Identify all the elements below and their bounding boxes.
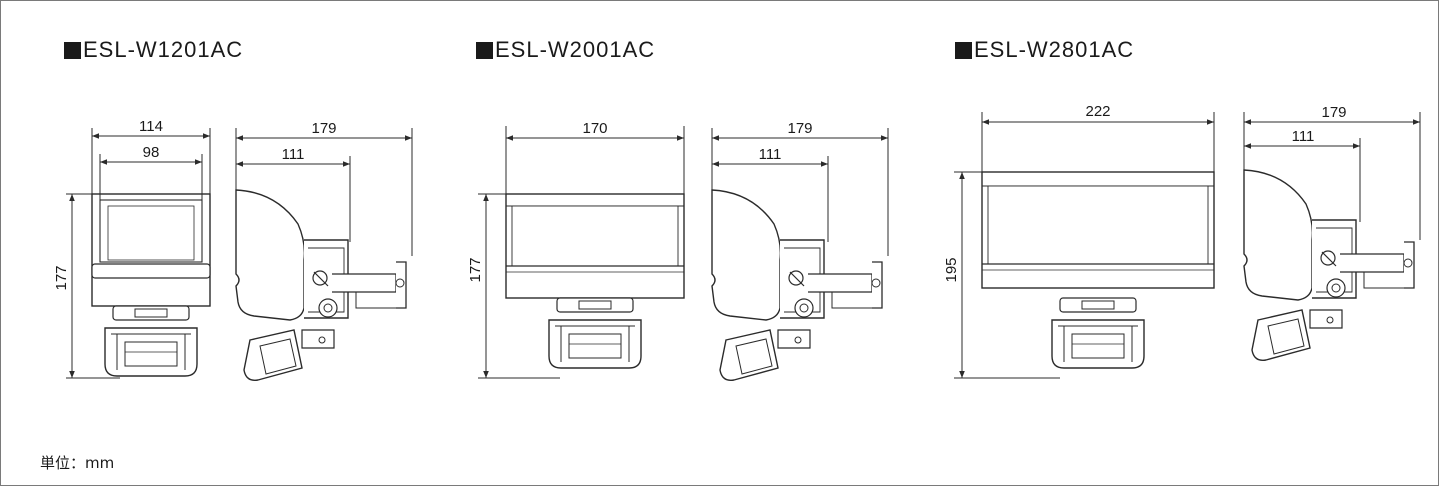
model1-width-inner-label: 98 xyxy=(143,144,160,161)
model3-side-view xyxy=(1243,169,1415,361)
model3-height-label: 195 xyxy=(943,257,960,282)
model2-side-dimensions xyxy=(711,128,889,256)
model2-depth-partial-label: 111 xyxy=(759,146,782,163)
model2-height-label: 177 xyxy=(467,257,484,282)
model1-width-outer-label: 114 xyxy=(139,118,163,135)
model3-front-dimensions xyxy=(954,112,1215,379)
model-name-3: ESL-W2801AC xyxy=(974,37,1135,62)
model1-depth-total-label: 179 xyxy=(311,120,336,137)
model-title-3: ESL-W2801AC xyxy=(955,34,1134,66)
model2-front-view xyxy=(505,193,685,369)
model3-depth-total-label: 179 xyxy=(1321,104,1346,121)
model2-depth-total-label: 179 xyxy=(787,120,812,137)
model3-depth-partial-label: 111 xyxy=(1292,128,1315,145)
model-name-2: ESL-W2001AC xyxy=(495,37,656,62)
model2-side-view xyxy=(711,189,883,381)
model-title-1: ESL-W1201AC xyxy=(64,34,243,66)
model3-side-dimensions xyxy=(1243,112,1421,240)
model3-width-label: 222 xyxy=(1085,103,1110,120)
model2-front-dimensions xyxy=(478,126,685,379)
title-bullet-square xyxy=(476,41,493,59)
unit-label: 単位：mm xyxy=(40,454,115,472)
model1-depth-partial-label: 111 xyxy=(282,146,305,163)
model1-height-label: 177 xyxy=(53,265,70,290)
model-title-2: ESL-W2001AC xyxy=(476,34,655,66)
model1-front-view xyxy=(91,193,211,377)
model2-width-label: 170 xyxy=(582,120,607,137)
model3-front-view xyxy=(981,171,1215,369)
model1-front-dimensions xyxy=(66,128,211,379)
model-name-1: ESL-W1201AC xyxy=(83,37,244,62)
title-bullet-square xyxy=(955,41,972,59)
title-bullet-square xyxy=(64,41,81,59)
model1-side-view xyxy=(235,189,407,381)
model1-side-dimensions xyxy=(235,128,413,256)
